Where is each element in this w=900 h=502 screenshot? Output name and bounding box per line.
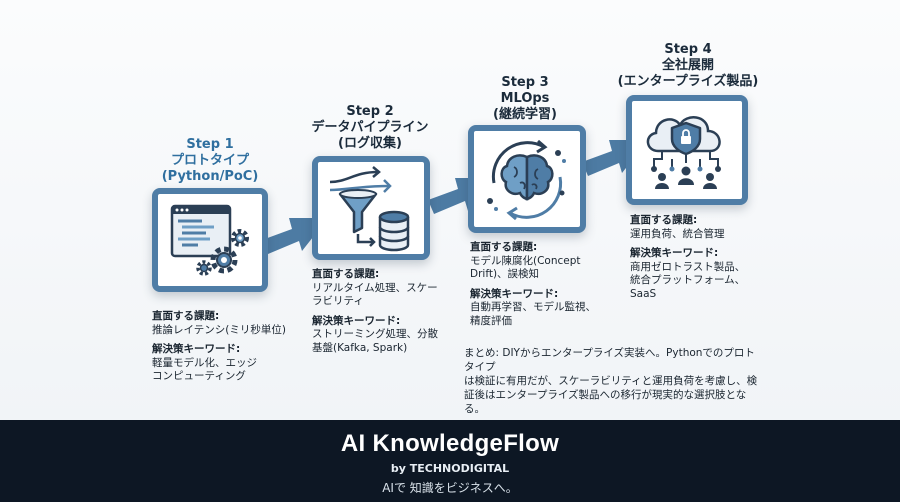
step3-challenge-line: Drift)、誤検知: [470, 268, 540, 280]
step3-challenge-heading: 直面する課題:: [470, 241, 538, 253]
step4-keyword-line: 商用ゼロトラスト製品、: [630, 260, 746, 273]
step4-card: [626, 95, 748, 205]
step1-keyword-line: コンピューティング: [152, 370, 246, 382]
step2-title: Step 2 データパイプライン (ログ収集): [300, 104, 440, 152]
diagram-canvas: Step 1 プロトタイプ (Python/PoC): [0, 0, 900, 420]
summary-line: まとめ: DIYからエンタープライズ実装へ。Pythonでのプロトタイプ: [464, 347, 755, 373]
step3-info: 直面する課題: モデル陳腐化(Concept Drift)、誤検知 解決策キーワ…: [470, 241, 600, 328]
summary-line: 証後はエンタープライズ製品への移行が現実的な選択肢となる。: [464, 389, 747, 415]
step2-keyword-line: ストリーミング処理、分散: [312, 328, 438, 340]
step1-info: 直面する課題: 推論レイテンシ(ミリ秒単位) 解決策キーワード: 軽量モデル化、…: [152, 310, 302, 384]
step4-name: 全社展開: [661, 58, 714, 73]
step4-info: 直面する課題: 運用負荷、統合管理 解決策キーワード: 商用ゼロトラスト製品、 …: [630, 214, 760, 301]
brain-cycle-icon: [487, 139, 566, 221]
step3-challenge-line: モデル陳腐化(Concept: [470, 254, 581, 267]
step4-keyword-line: SaaS: [630, 287, 657, 300]
step2-label: Step 2: [346, 104, 394, 119]
funnel-database-icon: [329, 166, 410, 252]
summary-text: まとめ: DIYからエンタープライズ実装へ。Pythonでのプロトタイプ は検証…: [464, 346, 764, 416]
step4-title: Step 4 全社展開 (エンタープライズ製品): [608, 42, 768, 90]
cloud-shield-network-icon: [646, 116, 721, 189]
step2-subname: (ログ収集): [338, 136, 402, 151]
step1-keyword-line: 軽量モデル化、エッジ: [152, 356, 257, 369]
step4-challenge-line: 運用負荷、統合管理: [630, 227, 725, 240]
brand-tagline: AIで 知識をビジネスへ。: [382, 481, 518, 495]
step2-name: データパイプライン: [311, 120, 429, 135]
step3-keyword-heading: 解決策キーワード:: [470, 287, 559, 300]
step3-name: MLOps: [500, 91, 550, 106]
brand-byline: by TECHNODIGITAL: [390, 462, 510, 475]
step4-subname: (エンタープライズ製品): [617, 74, 759, 89]
step3-keyword-line: 精度評価: [470, 314, 512, 327]
step1-subname: (Python/PoC): [161, 169, 259, 184]
step2-keyword-line: 基盤(Kafka, Spark): [312, 341, 408, 354]
code-editor-gears-icon: [170, 204, 249, 276]
step2-challenge-line: ラビリティ: [312, 295, 364, 307]
step3-label: Step 3: [501, 75, 549, 90]
step1-challenge-line: 推論レイテンシ(ミリ秒単位): [152, 323, 286, 336]
footer-banner: AI KnowledgeFlow by TECHNODIGITAL AIで 知識…: [0, 420, 900, 502]
step1-keyword-heading: 解決策キーワード:: [152, 343, 241, 355]
step4-keyword-line: 統合プラットフォーム、: [630, 274, 746, 286]
step4-keyword-heading: 解決策キーワード:: [630, 247, 719, 259]
step3-subname: (継続学習): [493, 107, 557, 122]
step2-card: [312, 156, 430, 260]
arrow-step1-to-step2: [262, 218, 328, 254]
step3-keyword-line: 自動再学習、モデル監視、: [470, 301, 596, 313]
step4-challenge-heading: 直面する課題:: [630, 214, 698, 226]
step1-challenge-heading: 直面する課題:: [152, 310, 220, 322]
step1-title: Step 1 プロトタイプ (Python/PoC): [150, 137, 270, 185]
step2-challenge-heading: 直面する課題:: [312, 268, 380, 280]
step2-keyword-heading: 解決策キーワード:: [312, 314, 401, 327]
step3-card: [468, 125, 586, 233]
summary-line: は検証に有用だが、スケーラビリティと運用負荷を考慮し、検: [464, 375, 758, 387]
step4-label: Step 4: [664, 42, 712, 57]
step1-card: [152, 188, 268, 292]
step1-label: Step 1: [186, 137, 234, 152]
brand-name: AI KnowledgeFlow: [340, 430, 560, 457]
step2-info: 直面する課題: リアルタイム処理、スケー ラビリティ 解決策キーワード: ストリ…: [312, 268, 462, 355]
step2-challenge-line: リアルタイム処理、スケー: [312, 281, 438, 294]
step3-title: Step 3 MLOps (継続学習): [470, 75, 580, 123]
step1-name: プロトタイプ: [170, 153, 249, 168]
